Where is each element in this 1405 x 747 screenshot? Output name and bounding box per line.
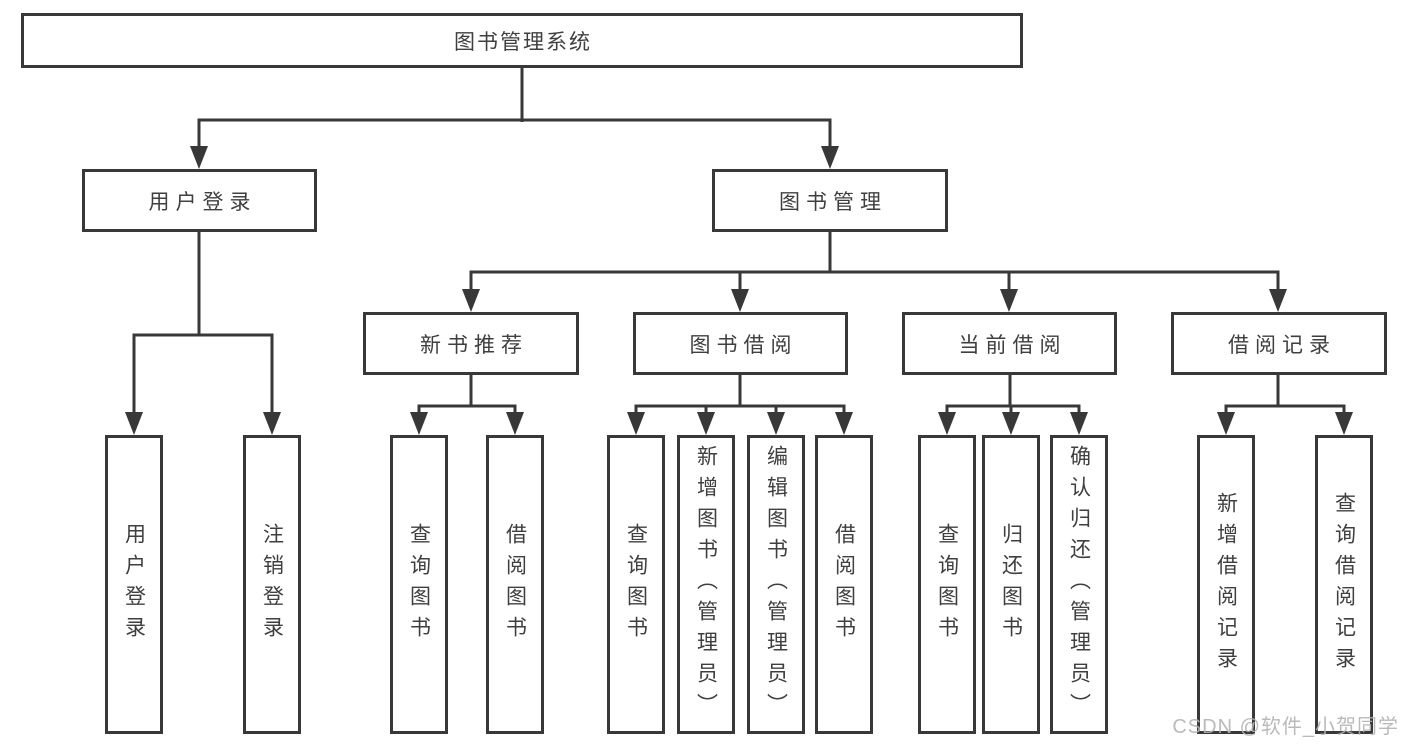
edge-borrow-rail bbox=[634, 404, 846, 414]
node-borrow-records: 借阅记录 bbox=[1171, 312, 1387, 375]
leaf-current-confirm-return-admin: 确认归还（管理员） bbox=[1050, 435, 1108, 734]
arrowhead bbox=[263, 412, 281, 435]
leaf-current-return-books: 归还图书 bbox=[982, 435, 1040, 734]
arrowhead bbox=[1217, 412, 1235, 435]
arrowhead bbox=[821, 146, 839, 169]
edge-current-rail bbox=[945, 404, 1081, 414]
leaf-records-query-record: 查询借阅记录 bbox=[1315, 435, 1373, 734]
leaf-borrow-borrow-books: 借阅图书 bbox=[815, 435, 873, 734]
leaf-user-login: 用户登录 bbox=[105, 435, 163, 734]
arrowhead bbox=[506, 412, 524, 435]
leaf-borrow-add-books-admin: 新增图书（管理员） bbox=[677, 435, 735, 734]
arrowhead bbox=[1070, 412, 1088, 435]
node-user-login: 用户登录 bbox=[82, 169, 317, 232]
leaf-newrec-query-books: 查询图书 bbox=[390, 435, 448, 734]
csdn-watermark: CSDN @软件_小贺同学 bbox=[1172, 716, 1399, 738]
node-book-management: 图书管理 bbox=[712, 169, 948, 232]
edge-user-rail bbox=[132, 333, 274, 414]
arrowhead bbox=[1000, 289, 1018, 312]
node-library-management-system: 图书管理系统 bbox=[21, 13, 1023, 68]
arrowhead bbox=[938, 412, 956, 435]
node-current-borrow: 当前借阅 bbox=[902, 312, 1117, 375]
edge-newrec-rail bbox=[417, 404, 517, 414]
arrowhead bbox=[627, 412, 645, 435]
arrowhead bbox=[767, 412, 785, 435]
arrowhead bbox=[731, 289, 749, 312]
node-new-book-recommend: 新书推荐 bbox=[363, 312, 579, 375]
arrowhead bbox=[190, 146, 208, 169]
arrowhead bbox=[697, 412, 715, 435]
leaf-logout: 注销登录 bbox=[243, 435, 301, 734]
leaf-records-add-record: 新增借阅记录 bbox=[1197, 435, 1255, 734]
leaf-borrow-edit-books-admin: 编辑图书（管理员） bbox=[747, 435, 805, 734]
arrowhead bbox=[462, 289, 480, 312]
leaf-borrow-query-books: 查询图书 bbox=[607, 435, 665, 734]
arrowhead bbox=[1269, 289, 1287, 312]
arrowhead bbox=[125, 412, 143, 435]
leaf-newrec-borrow-books: 借阅图书 bbox=[486, 435, 544, 734]
edge-mgmt-rail bbox=[469, 270, 1280, 292]
edge-records-rail bbox=[1224, 404, 1346, 414]
leaf-current-query-books: 查询图书 bbox=[918, 435, 976, 734]
node-book-borrow: 图书借阅 bbox=[633, 312, 848, 375]
arrowhead bbox=[1335, 412, 1353, 435]
edge-level1-rail bbox=[197, 118, 832, 146]
arrowhead bbox=[835, 412, 853, 435]
arrowhead bbox=[1002, 412, 1020, 435]
arrowhead bbox=[410, 412, 428, 435]
